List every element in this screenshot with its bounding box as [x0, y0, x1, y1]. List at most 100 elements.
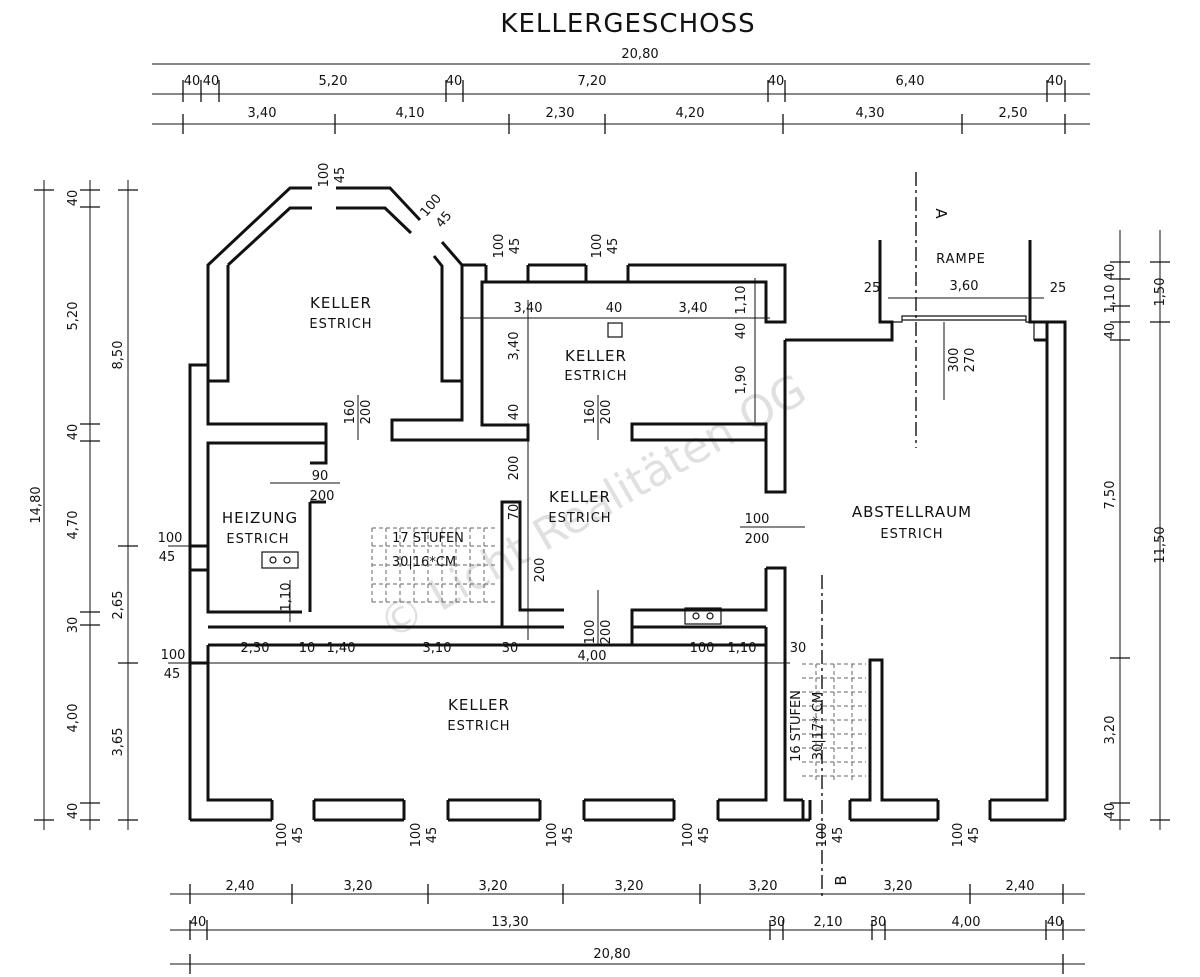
- opening-label: 100: [815, 823, 830, 848]
- dim-label: 40: [606, 301, 623, 316]
- dim-label: 5,20: [66, 302, 81, 331]
- dim-label: 3,20: [749, 879, 778, 894]
- dim-label: 25: [864, 281, 881, 296]
- dim-label: 1,90: [734, 366, 749, 395]
- dim-label: 1,10: [1103, 285, 1118, 314]
- top-total-dim: 20,80: [621, 47, 658, 62]
- room-floor: ESTRICH: [447, 719, 510, 734]
- dim-label: 3,40: [248, 106, 277, 121]
- dim-label: 3,65: [111, 728, 126, 757]
- section-axis: [821, 172, 917, 896]
- left-dimension-chains: [34, 180, 138, 830]
- dim-label: 40: [1103, 803, 1118, 820]
- opening-label: 100: [317, 163, 332, 188]
- dim-label: 3,20: [615, 879, 644, 894]
- dim-label: 1,10: [734, 286, 749, 315]
- dim-label: 40: [734, 323, 749, 340]
- dim-label: 40: [1047, 915, 1064, 930]
- room-floor: ESTRICH: [564, 369, 627, 384]
- dim-label: 100: [745, 512, 770, 527]
- plan-title: KELLERGESCHOSS: [500, 9, 755, 39]
- dim-label: 40: [184, 74, 201, 89]
- dim-label: 100: [690, 641, 715, 656]
- dim-label: 40: [1103, 264, 1118, 281]
- dim-label: 40: [768, 74, 785, 89]
- opening-label: 100: [590, 234, 605, 259]
- dim-label: 40: [1047, 74, 1064, 89]
- opening-label: 100: [951, 823, 966, 848]
- dim-label: 40: [203, 74, 220, 89]
- dim-label: 2,50: [999, 106, 1028, 121]
- opening-label: 100: [545, 823, 560, 848]
- section-mark-b: B: [832, 874, 850, 885]
- dim-label: 2,65: [111, 591, 126, 620]
- opening-label: 45: [508, 238, 523, 255]
- dim-label: 3,10: [423, 641, 452, 656]
- opening-label: 100: [492, 234, 507, 259]
- right-dimension-chains: [1110, 230, 1170, 830]
- dim-label: 30: [870, 915, 887, 930]
- dim-label: 5,20: [319, 74, 348, 89]
- opening-label: 45: [164, 667, 181, 682]
- dim-label: 3,20: [884, 879, 913, 894]
- dim-label: 7,20: [578, 74, 607, 89]
- dim-label: 100: [583, 620, 598, 645]
- dim-label: 70: [507, 504, 522, 521]
- dim-label: 2,40: [1006, 879, 1035, 894]
- dim-label: 30: [502, 641, 519, 656]
- opening-label: 100: [681, 823, 696, 848]
- dim-label: 7,50: [1103, 481, 1118, 510]
- dim-label: 14,80: [29, 486, 44, 523]
- dim-label: 2,30: [241, 641, 270, 656]
- opening-label: 100: [409, 823, 424, 848]
- dim-label: 4,70: [66, 511, 81, 540]
- dim-label: 4,00: [578, 649, 607, 664]
- dim-label: 4,10: [396, 106, 425, 121]
- dim-label: 1,50: [1153, 278, 1168, 307]
- chimney-shaft: [607, 322, 623, 338]
- dim-label: 3,40: [679, 301, 708, 316]
- opening-label: 100: [275, 823, 290, 848]
- stair-size: 30|16*CM: [392, 555, 456, 570]
- dim-label: 2,30: [546, 106, 575, 121]
- dim-label: 4,30: [856, 106, 885, 121]
- dim-label: 30: [66, 617, 81, 634]
- dim-label: 8,50: [111, 341, 126, 370]
- room-floor: ESTRICH: [548, 511, 611, 526]
- dim-label: 11,50: [1153, 526, 1168, 563]
- dim-label: 4,00: [66, 704, 81, 733]
- opening-label: 45: [606, 238, 621, 255]
- stair-steps: 17 STUFEN: [392, 531, 464, 546]
- dim-label: 1,10: [728, 641, 757, 656]
- dim-label: 40: [66, 190, 81, 207]
- room-floor: ESTRICH: [309, 317, 372, 332]
- dim-label: 200: [533, 558, 548, 583]
- dim-label: 300: [947, 348, 962, 373]
- opening-label: 100: [161, 648, 186, 663]
- dim-label: 4,00: [952, 915, 981, 930]
- dim-label: 200: [310, 489, 335, 504]
- dim-label: 200: [745, 532, 770, 547]
- dim-label: 2,10: [814, 915, 843, 930]
- dim-label: 6,40: [896, 74, 925, 89]
- dim-label: 40: [507, 404, 522, 421]
- room-name: KELLER: [448, 696, 510, 714]
- dim-label: 1,40: [327, 641, 356, 656]
- room-floor: ESTRICH: [880, 527, 943, 542]
- opening-label: 45: [433, 209, 455, 231]
- opening-label: 45: [561, 827, 576, 844]
- dim-label: 25: [1050, 281, 1067, 296]
- room-name: KELLER: [310, 294, 372, 312]
- dim-label: 30: [790, 641, 807, 656]
- dim-label: 200: [507, 456, 522, 481]
- dim-label: 160: [343, 400, 358, 425]
- dim-label: 40: [1103, 323, 1118, 340]
- dim-label: 270: [963, 348, 978, 373]
- section-mark-a: A: [932, 208, 950, 219]
- dim-label: 3,20: [479, 879, 508, 894]
- dim-label: 1,10: [279, 583, 294, 612]
- opening-label: 45: [967, 827, 982, 844]
- dim-label: 200: [599, 400, 614, 425]
